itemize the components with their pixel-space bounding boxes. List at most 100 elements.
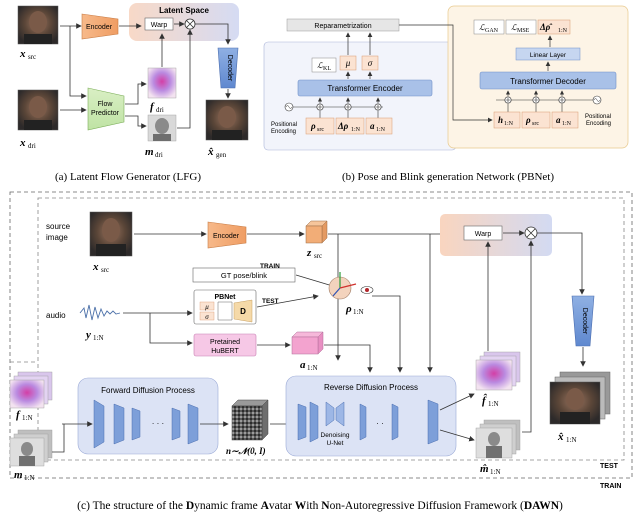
forward-diffusion-layers: · · · [93,399,199,449]
source-image-label-2: image [46,233,68,242]
gt-pose-label: GT pose/blink [221,271,267,280]
flow-predictor-label-2: Predictor [91,110,120,117]
rho-src-sub-enc: src [317,127,324,133]
warp-block-c [463,225,503,241]
head-pose-icon [328,272,374,300]
audio-waveform-icon [79,304,121,321]
caption-b: (b) Pose and Blink generation Network (P… [342,171,554,183]
train-path-label: TRAIN [260,263,280,270]
noise-label: n∼𝒩(0, I) [226,446,266,456]
z-src-label: z [306,247,312,259]
m-hat-label: m̂ [480,463,489,475]
predicted-mask-stack [475,419,521,459]
m-hat-sub: 1:N [490,468,501,476]
rho-src-label-dec: ρ [525,115,531,125]
pbnet-sigma: σ [205,313,209,321]
x-gen-label-a: x̂ [207,146,214,158]
f-hat-label: f̂ [482,394,488,407]
pbnet-label: PBNet [214,294,236,301]
latent-space-label: Latent Space [159,6,209,15]
linear-layer-label: Linear Layer [530,52,567,59]
pos-enc-left-2: Encoding [271,129,296,135]
gt-pose-block [192,267,296,283]
test-path-label: TEST [262,298,279,305]
panel-c: source image x src Encoder z src Warp [9,191,633,512]
rho-seq-sub: 1:N [353,308,364,316]
audio-feat-label-enc: a [370,121,375,131]
rho-src-sub-dec: src [532,121,539,127]
latent-cube-z-src [305,220,328,244]
x-hat-sub-c: 1:N [566,436,577,444]
svg-text:· · ·: · · · [152,419,164,428]
m-seq-sub: 1:N [24,474,35,482]
z-src-sub: src [314,252,322,260]
panel-b: Reparametrization ℒ KL μ σ Transformer E… [263,5,629,183]
encoder-label-c: Encoder [213,233,240,240]
mask-image-a [147,114,177,142]
x-dri-label-a: x [19,137,26,149]
rho-src-label-enc: ρ [310,121,316,131]
pbnet-mini-block [217,301,233,321]
delta-rho-box-enc [335,117,365,135]
test-boundary [37,197,625,461]
pbnet-mu: μ [205,303,209,311]
pbnet-decoder-block [233,299,253,323]
rho-src-box-enc [305,117,335,135]
x-src-sub-c: src [101,266,109,274]
driving-face-image-a [17,89,59,131]
reverse-diffusion-layers: · · [297,399,439,445]
delta-rho-hat-sub: 1:N [558,28,568,34]
pbnet-sigma-box [199,311,215,321]
x-hat-label-c: x̂ [557,431,564,443]
f-dri-sub-a: dri [156,106,164,114]
pos-enc-left-1: Positional [271,122,297,128]
m-dri-sub-a: dri [155,151,163,159]
caption-a: (a) Latent Flow Generator (LFG) [55,171,201,183]
audio-label: audio [46,311,66,320]
forward-diffusion-bg [77,377,219,455]
f-seq-label: f [16,409,21,421]
source-face-image-a [17,5,59,45]
mse-loss-box [505,19,537,35]
forward-diffusion-label: Forward Diffusion Process [101,386,195,395]
audio-feat-box-dec [551,111,579,129]
sigma-box [361,55,379,71]
pbnet-mu-box [199,301,215,311]
y-seq-sub: 1:N [93,334,104,342]
mse-loss-label: ℒ [511,23,517,32]
reverse-diffusion-label: Reverse Diffusion Process [324,383,418,392]
denoising-unet-icon [325,401,345,427]
pos-enc-right-1: Positional [585,114,611,120]
source-face-image-c [89,211,133,257]
encoder-label-a: Encoder [86,24,113,31]
rho-src-box-dec [521,111,551,129]
kl-loss-box [311,57,337,73]
m-dri-label-a: m [145,146,154,158]
f-seq-sub: 1:N [22,414,33,422]
reparam-label: Reparametrization [314,23,371,30]
transformer-decoder-label: Transformer Decoder [510,77,586,86]
generated-face-image-a [205,99,249,141]
mu-label: μ [345,58,351,68]
decoder-block-c [571,295,595,347]
encoder-block-a [81,13,119,40]
transformer-decoder-block [479,71,617,90]
reverse-diffusion-bg [285,375,457,457]
delta-rho-hat-label: Δρ̂ [539,22,553,32]
plus-ops-encoder [316,97,382,118]
caption-c: (c) The structure of the Dynamic frame A… [77,500,563,512]
x-dri-sub-a: dri [28,142,36,150]
panel-a: Latent Space x src Encoder Warp Decoder [17,3,249,183]
x-gen-sub-a: gen [216,151,227,159]
gan-loss-box [473,19,505,35]
m-seq-label: m [14,469,23,481]
denoising-label-1: Denoising [321,432,350,439]
delta-rho-hat-box [537,19,571,35]
kl-loss-label: ℒ [317,61,323,70]
delta-rho-sub-enc: 1:N [351,127,361,133]
flow-frames-stack [9,371,53,409]
kl-loss-sub: KL [323,66,331,72]
x-src-sub-a: src [28,53,36,61]
